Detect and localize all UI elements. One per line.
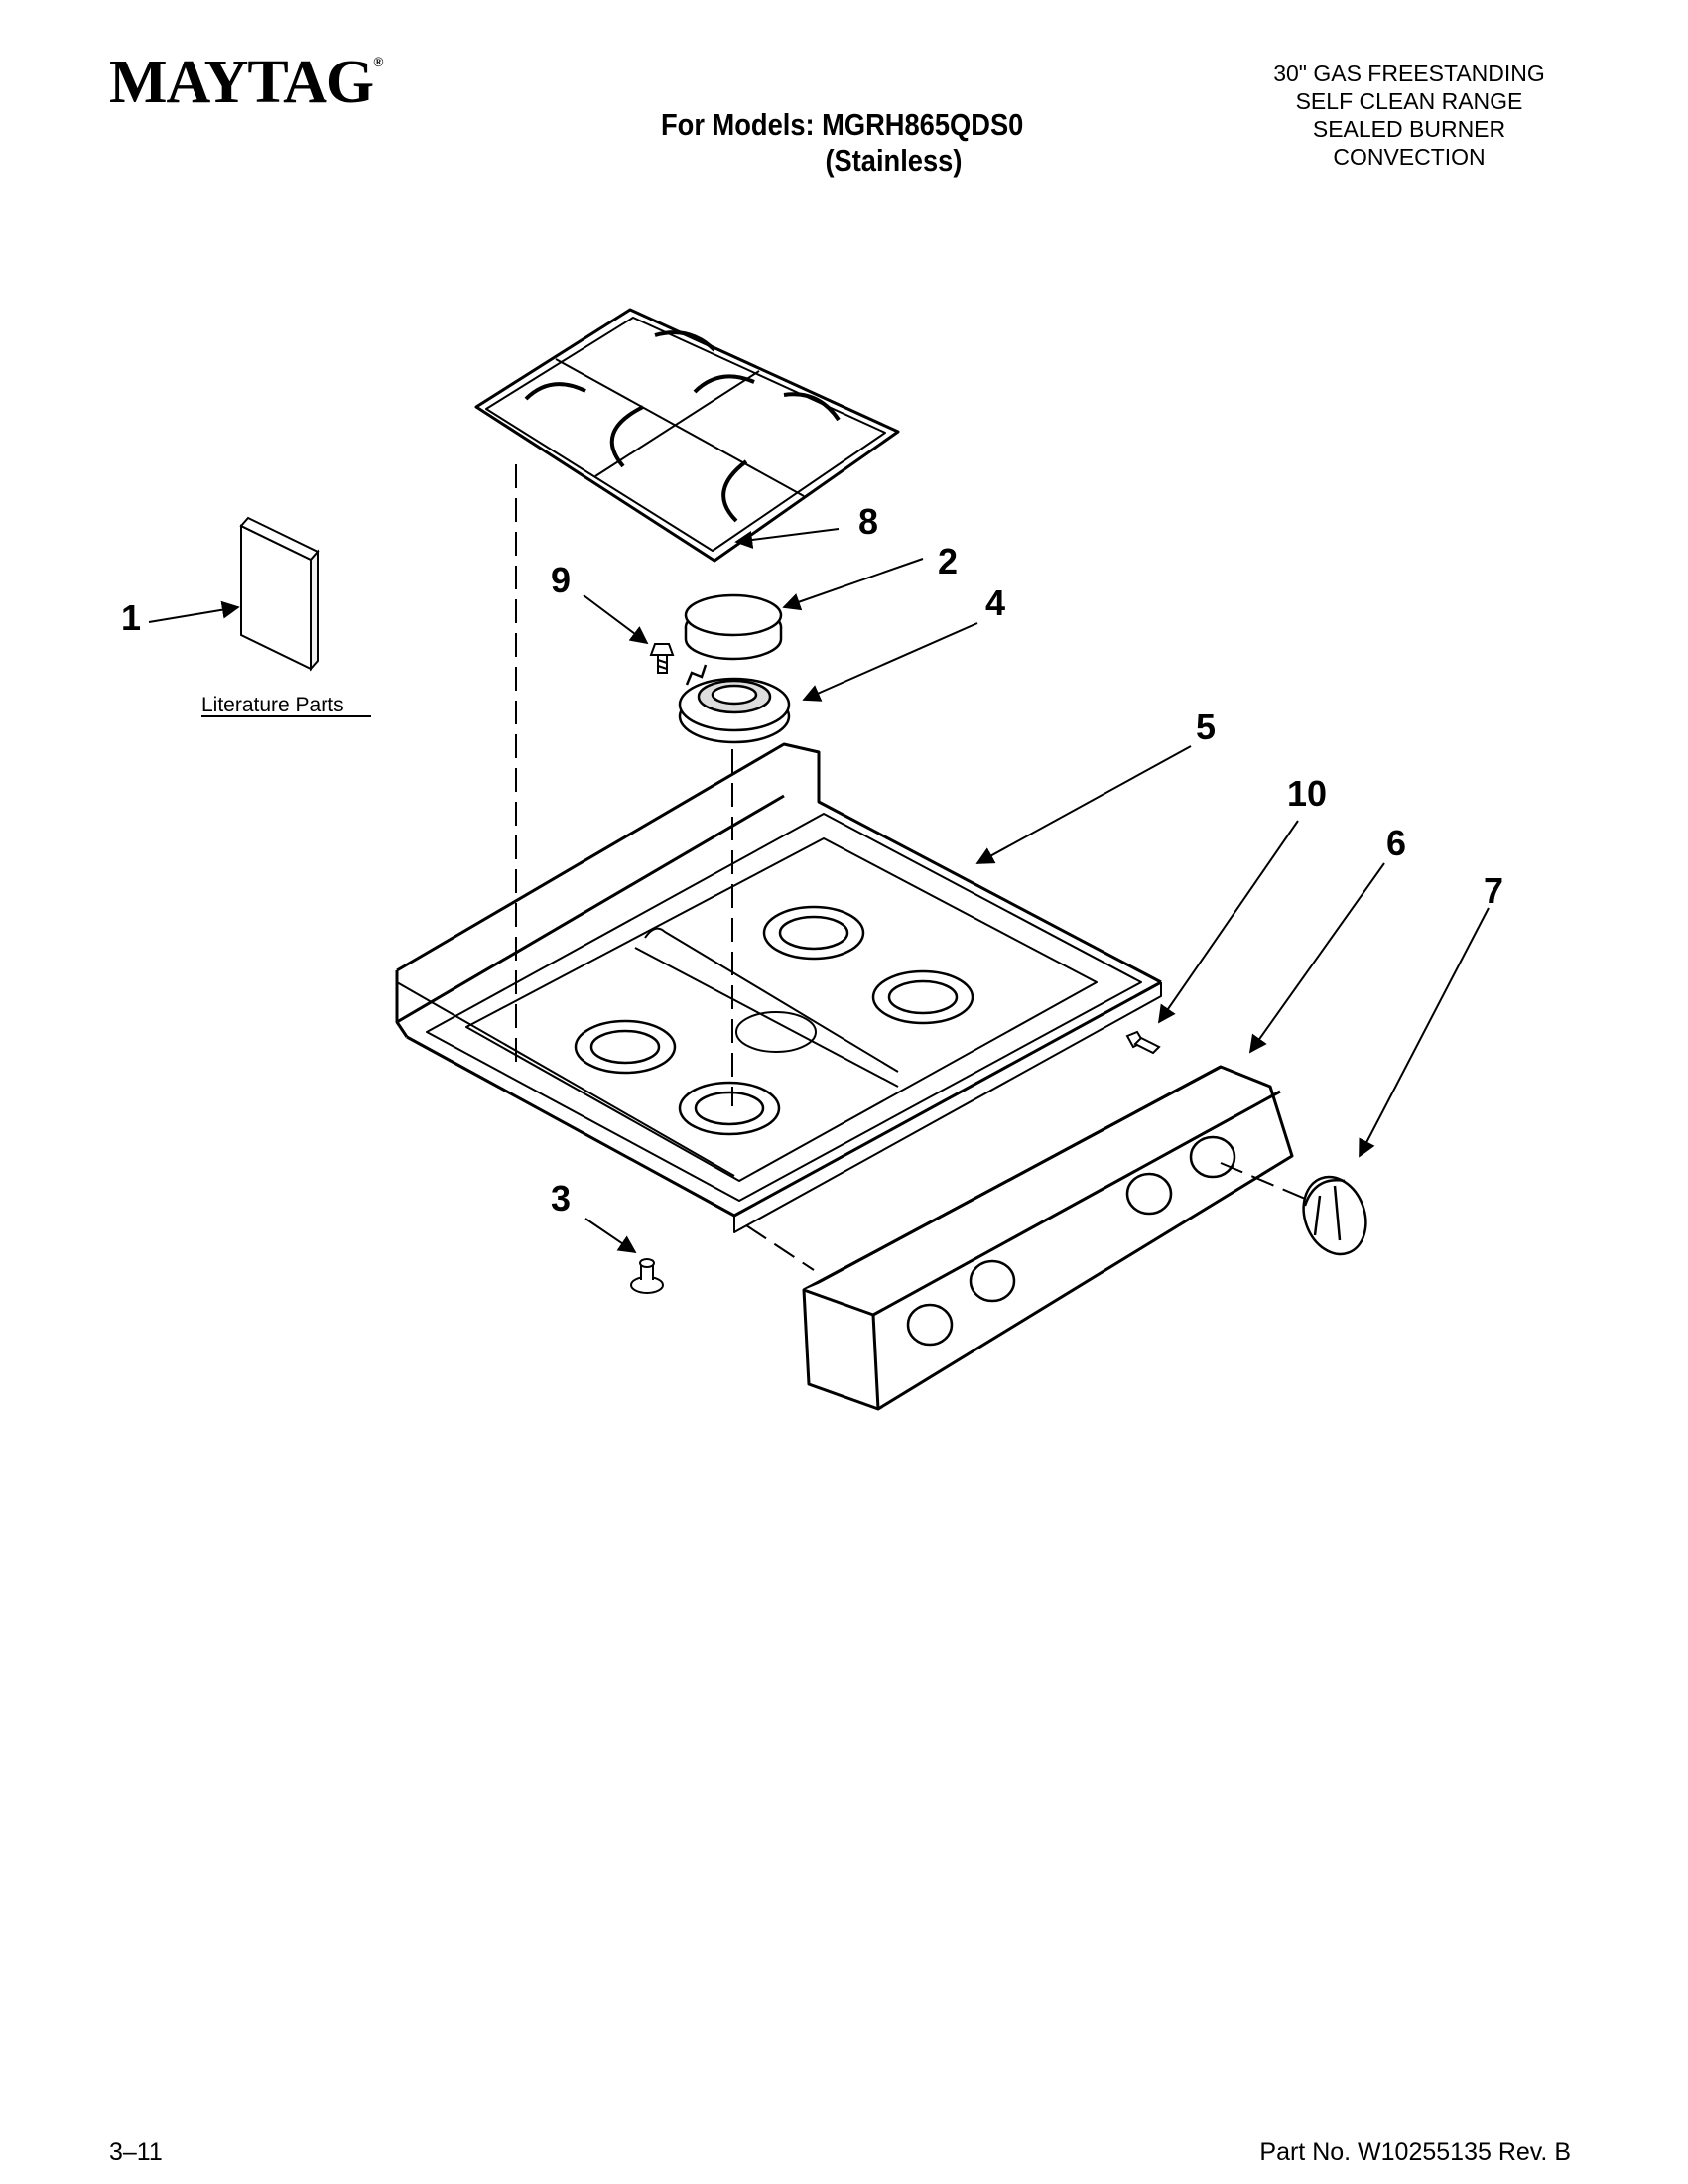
control-panel [802, 1065, 1294, 1411]
leveling-foot [630, 1258, 664, 1294]
models-line: For Models: MGRH865QDS0 [661, 107, 1024, 142]
brand-logo: MAYTAG® [109, 48, 384, 118]
description-line-1: 30" GAS FREESTANDING [1273, 61, 1545, 86]
description-line-2: SELF CLEAN RANGE [1295, 88, 1523, 114]
control-knob-hole-3 [1125, 1172, 1173, 1216]
burner-head [678, 664, 791, 744]
control-knob-hole-1 [906, 1303, 954, 1347]
burner-cap [684, 593, 783, 661]
finish-line: (Stainless) [825, 143, 963, 178]
page-number: 3–11 [109, 2138, 163, 2166]
burner-grate [474, 308, 900, 563]
registered-mark: ® [373, 56, 384, 70]
callout-6: 6 [1386, 823, 1406, 863]
callout-leaders [148, 528, 1490, 1254]
screw-10 [1125, 1030, 1161, 1055]
burner-well-rear-left [762, 905, 865, 961]
burner-well-front-left [574, 1019, 677, 1075]
control-knob [1302, 1175, 1367, 1256]
callout-2: 2 [938, 541, 958, 581]
burner-well-front-right [678, 1081, 781, 1136]
brand-name: MAYTAG [109, 49, 374, 116]
callout-3: 3 [551, 1178, 571, 1219]
callout-9: 9 [551, 560, 571, 600]
control-knob-hole-2 [969, 1259, 1016, 1303]
literature-parts-label: Literature Parts [201, 694, 344, 716]
description-line-3: SEALED BURNER [1312, 116, 1506, 142]
callout-10: 10 [1287, 773, 1327, 814]
callout-5: 5 [1196, 707, 1216, 747]
cooktop [395, 742, 1162, 1233]
callout-1: 1 [121, 597, 141, 638]
burner-well-rear-right [871, 969, 974, 1025]
callout-8: 8 [858, 501, 878, 542]
assembly-lines [515, 464, 1311, 1271]
model-info: For Models: MGRH865QDS0 (Stainless) [661, 107, 1023, 179]
product-description: 30" GAS FREESTANDING SELF CLEAN RANGE SE… [1221, 60, 1598, 171]
literature-parts [239, 516, 320, 672]
description-line-4: CONVECTION [1333, 144, 1486, 170]
callout-7: 7 [1484, 870, 1503, 911]
screw-9 [649, 643, 675, 674]
control-knob-hole-4 [1189, 1135, 1236, 1179]
callout-4: 4 [985, 582, 1005, 623]
part-number: Part No. W10255135 Rev. B [1259, 2138, 1571, 2166]
